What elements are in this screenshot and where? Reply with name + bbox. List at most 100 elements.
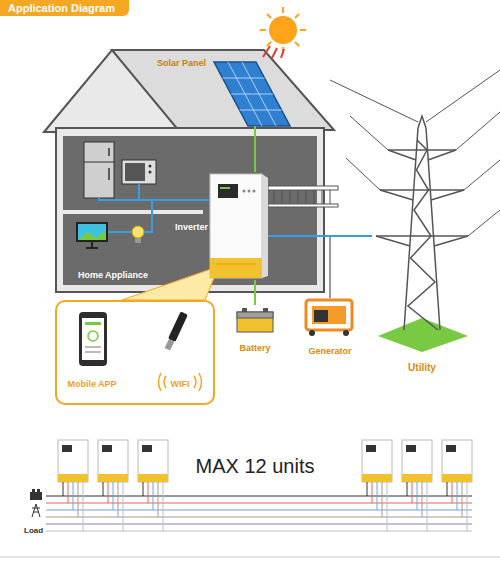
balcony-part — [268, 204, 338, 207]
bus-symbols-part-part — [32, 508, 40, 509]
parallel-units-part-part — [108, 482, 109, 503]
parallel-units-part-part — [148, 482, 149, 503]
part-label: Home Appliance — [78, 270, 148, 280]
utility-tower-part-part — [388, 150, 416, 160]
utility-tower-part-part — [346, 158, 380, 190]
title-banner: Application Diagram — [0, 0, 129, 16]
utility-tower-part-part — [330, 80, 418, 122]
parallel-units-part-part — [123, 482, 124, 531]
max-units-label: MAX 12 units — [180, 455, 330, 478]
inverter-picture — [210, 174, 268, 278]
battery-icon — [237, 308, 273, 332]
app-label: Mobile APP — [57, 379, 127, 389]
parallel-bus-part — [46, 530, 472, 531]
parallel-units-part-part — [142, 445, 152, 452]
inverter-picture-part — [210, 174, 262, 278]
solar-panel-picture-part-part — [240, 110, 282, 111]
parallel-bus — [46, 496, 472, 531]
bus-symbols-part-part — [32, 504, 40, 517]
bus-symbols-part — [30, 492, 42, 500]
appliance-wires-part — [170, 199, 210, 201]
utility-tower — [330, 70, 500, 352]
inverter-picture-part — [210, 258, 262, 278]
balcony-part — [268, 186, 338, 190]
frame-line — [0, 557, 500, 558]
utility-tower-part-part — [408, 140, 438, 330]
solar-panel-picture-part-part — [242, 62, 276, 126]
parallel-bus-part — [46, 523, 472, 524]
wifi-arcs-part — [164, 376, 166, 388]
parallel-units-part-part — [362, 474, 392, 482]
appliance-wires-part — [138, 184, 140, 200]
wifi-arcs-part — [194, 376, 196, 388]
parallel-units-part-part — [73, 482, 74, 510]
solar-panel-picture-part-part — [228, 62, 262, 126]
sun-part-part — [300, 29, 306, 31]
wire-connector — [254, 126, 256, 172]
balcony-part — [282, 190, 283, 204]
utility-tower-part-part — [434, 236, 468, 246]
sun-rays-part — [281, 49, 284, 58]
utility-tower-part-part — [431, 190, 464, 200]
utility-tower-part-part — [418, 116, 426, 128]
phone-icon-part — [88, 331, 98, 341]
parallel-units-part-part — [362, 440, 392, 482]
appliances-part — [84, 142, 114, 198]
house-part — [63, 136, 317, 285]
app-wifi-box: Mobile APP WIFI — [55, 300, 215, 405]
appliance-wires-part — [108, 231, 132, 233]
phone-icon-part — [82, 318, 104, 360]
parallel-units-part-part — [422, 482, 423, 517]
parallel-units-part-part — [457, 482, 458, 510]
parallel-units-part-part — [372, 482, 373, 503]
utility-tower-part-part — [376, 236, 410, 246]
inverter-picture-part — [216, 264, 256, 265]
parallel-units-part-part — [138, 474, 168, 482]
house-part — [56, 128, 324, 292]
bus-symbols-part — [37, 489, 40, 492]
solar-panel-picture-part — [223, 62, 282, 126]
generator-icon-part — [343, 330, 349, 336]
bus-symbols-part — [32, 489, 35, 492]
part-label: Inverter — [170, 222, 208, 232]
utility-tower-part-part — [380, 190, 413, 200]
parallel-bus-part — [46, 516, 472, 517]
utility-tower-part-part — [426, 70, 500, 122]
battery-icon-part — [237, 312, 273, 332]
parallel-units-part-part — [367, 482, 368, 496]
parallel-units-part — [402, 440, 432, 531]
appliances-part — [132, 226, 144, 238]
wifi-label: WIFI — [152, 379, 208, 389]
parallel-units-part-part — [118, 482, 119, 517]
sun-part-part — [267, 42, 271, 46]
parallel-units-part — [442, 440, 472, 531]
part-label: Utility — [408, 362, 436, 374]
balcony-part — [274, 190, 275, 204]
parallel-units-part — [138, 440, 168, 531]
parallel-bus-part — [46, 495, 472, 496]
utility-tower-part-part — [456, 112, 500, 150]
generator-icon-part — [314, 310, 328, 322]
parallel-units-part-part — [58, 474, 88, 482]
parallel-units-part-part — [103, 482, 104, 496]
parallel-units-part-part — [78, 482, 79, 517]
generator-icon — [306, 300, 352, 336]
utility-tower-part — [378, 318, 468, 352]
appliance-wires-part — [144, 200, 152, 232]
inverter-picture-part — [262, 174, 268, 278]
parallel-units-part-part — [412, 482, 413, 503]
sun-part-part — [260, 29, 266, 31]
bus-symbols — [30, 489, 42, 517]
solar-panel-node: Solar Panel — [155, 56, 300, 126]
wire-connector — [268, 235, 372, 237]
parallel-units-part-part — [377, 482, 378, 510]
parallel-units-part-part — [402, 474, 432, 482]
parallel-units-part-part — [467, 482, 468, 531]
parallel-units-part-part — [382, 482, 383, 517]
utility-tower-part-part — [376, 235, 468, 237]
parallel-units-part-part — [427, 482, 428, 531]
utility-tower-part-part — [468, 210, 500, 236]
parallel-units-part-part — [83, 482, 84, 531]
parallel-units-part — [98, 440, 128, 531]
parallel-bus-part — [46, 509, 472, 510]
